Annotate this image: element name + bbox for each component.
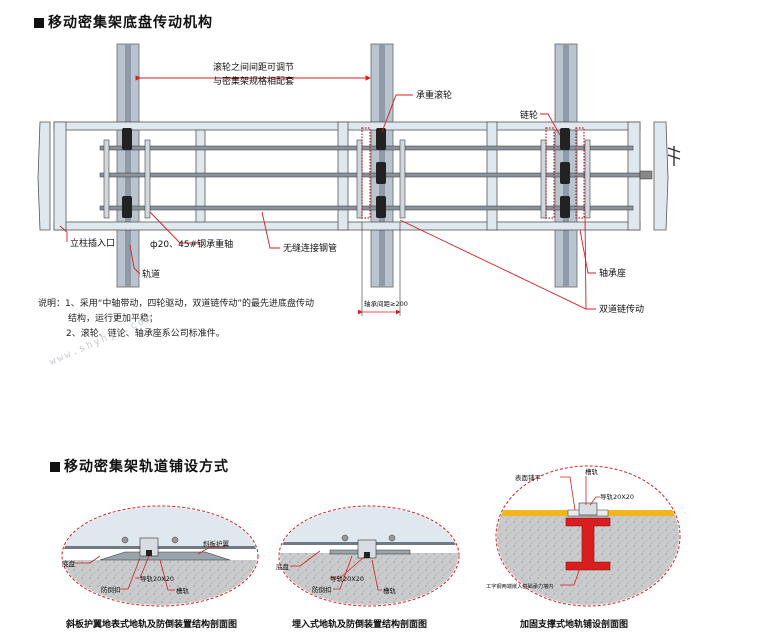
label-column-slot: 立柱插入口 <box>70 237 115 249</box>
s3-label-surface: 表面铺平 <box>515 473 542 482</box>
bearing-uprights <box>103 139 591 219</box>
label-seamless-pipe: 无缝连接钢管 <box>283 242 337 254</box>
s3-label-groove: 槽轨 <box>585 467 599 476</box>
s2-label-groove: 槽轨 <box>383 586 397 595</box>
label-spacing-2: 与密集架规格相配套 <box>213 75 294 87</box>
shaft-end <box>639 170 653 180</box>
wheel-group-left <box>122 128 132 218</box>
s3-label-beam: 工字钢两端嵌入基础承力墙内 <box>486 582 553 590</box>
label-track: 轨道 <box>142 268 160 280</box>
square-bullet-icon <box>34 18 44 28</box>
chassis-diagram: 滚轮之间间距可调节 与密集架规格相配套 承重滚轮 链轮 立柱插入口 轨道 ф20… <box>37 43 681 316</box>
label-spacing-1: 滚轮之间间距可调节 <box>213 61 294 73</box>
s1-label-anti: 防倒扣 <box>101 585 121 594</box>
wheel-group-right <box>560 128 570 218</box>
label-dimension: 轴承间距≥200 <box>364 299 408 308</box>
cross-section-1: 底盘 斜板护翼 导轨20X20 防倒扣 槽轨 <box>61 505 259 607</box>
section-title-track: 移动密集架轨道铺设方式 <box>50 456 229 476</box>
crank-handle-icon <box>667 146 681 166</box>
dimension-marker: 轴承间距≥200 <box>358 222 408 316</box>
square-bullet-icon <box>50 462 60 472</box>
s1-label-rail: 导轨20X20 <box>140 574 174 583</box>
note-line-1: 说明：1、采用“中轴带动，四轮驱动，双道链传动”的最先进底盘传动 <box>38 299 315 309</box>
label-bearing-seat: 轴承座 <box>599 267 626 279</box>
note-line-2: 结构，运行更加平稳； <box>68 314 159 324</box>
cross-section-2: 底盘 导轨20X20 防倒扣 槽轨 <box>276 505 460 607</box>
s3-label-rail: 导轨20X20 <box>600 492 634 501</box>
wheel-group-middle <box>376 128 386 218</box>
s1-label-groove: 槽轨 <box>176 586 190 595</box>
track-left <box>116 43 140 288</box>
s2-label-anti: 防倒扣 <box>312 585 332 594</box>
notes-block: 说明：1、采用“中轴带动，四轮驱动，双道链传动”的最先进底盘传动 结构，运行更加… <box>38 297 314 342</box>
s2-label-rail: 导轨20X20 <box>330 574 364 583</box>
note-line-3: 2、滚轮、链论、轴承座系公司标准件。 <box>66 329 225 339</box>
label-axle: ф20、45#钢承重轴 <box>150 238 233 250</box>
s2-label-base: 底盘 <box>276 562 290 571</box>
leader-lines <box>59 94 596 310</box>
section-title-chassis: 移动密集架底盘传动机构 <box>34 12 213 32</box>
caption-section-3: 加固支撑式地轨铺设剖面图 <box>520 620 629 630</box>
caption-section-1: 斜板护翼地表式地轨及防倒装置结构剖面图 <box>66 620 238 630</box>
chain-sprockets <box>361 127 585 219</box>
s1-label-guard: 斜板护翼 <box>203 539 230 548</box>
label-heavy-roller: 承重滚轮 <box>416 89 452 101</box>
label-dual-chain: 双道链传动 <box>599 303 644 315</box>
end-column-right <box>653 121 669 231</box>
cross-section-3: 表面铺平 槽轨 导轨20X20 工字钢两端嵌入基础承力墙内 <box>486 465 681 607</box>
end-column-left <box>37 121 51 231</box>
label-chain-wheel: 链轮 <box>520 109 538 121</box>
caption-section-2: 埋入式地轨及防倒装置结构剖面图 <box>292 620 428 630</box>
s1-label-base: 底盘 <box>62 559 76 568</box>
